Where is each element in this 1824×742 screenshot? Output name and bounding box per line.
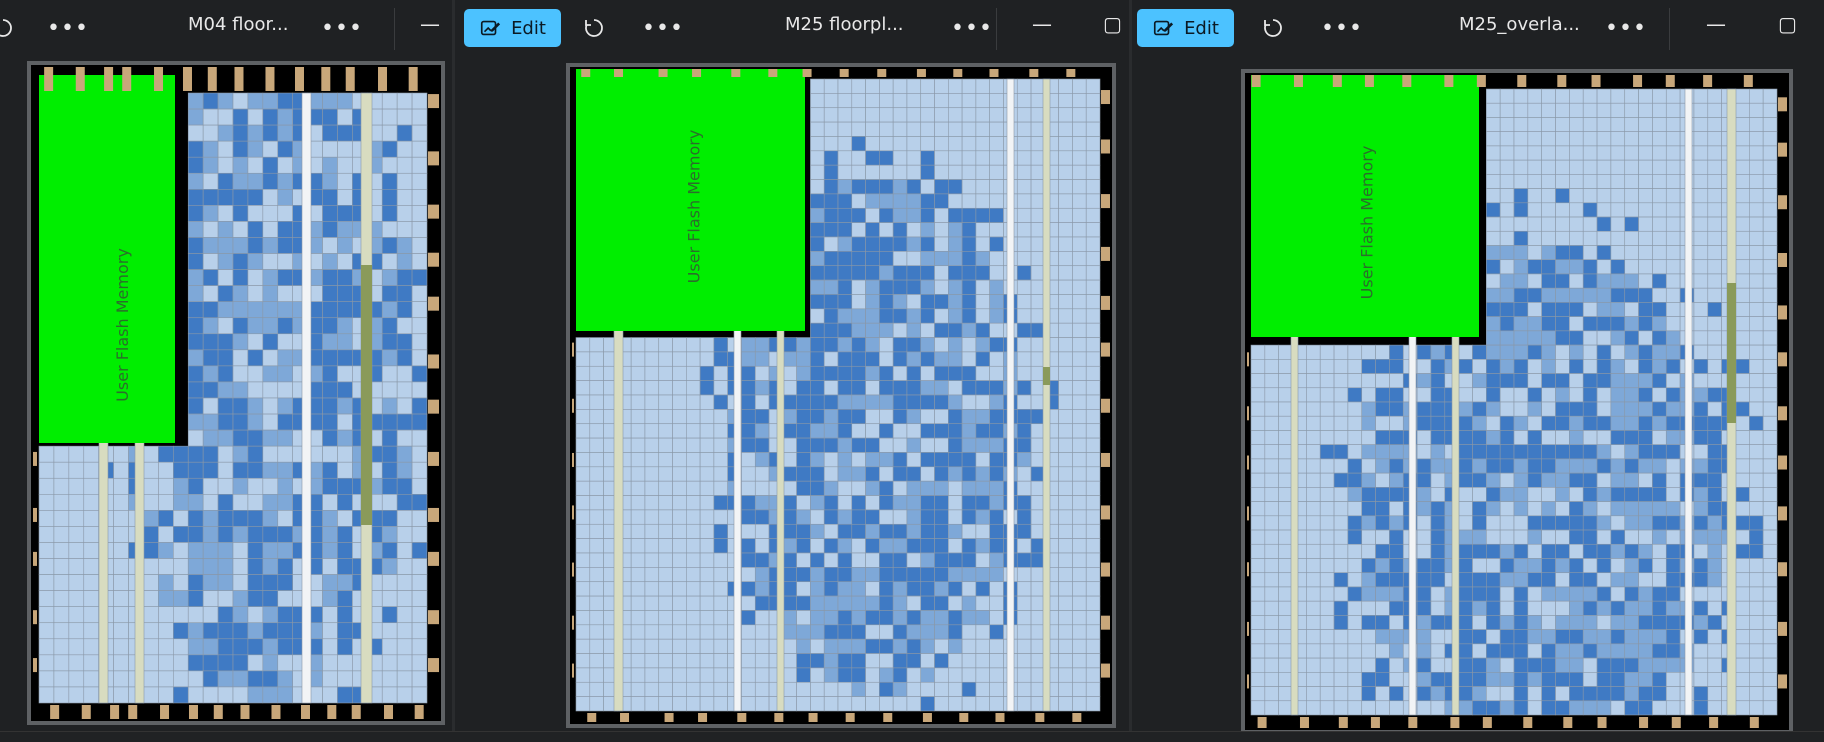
floorplan-frame: User Flash Memory <box>1241 69 1793 734</box>
window-title: M04 floor... <box>188 14 289 35</box>
toolbar-1: ••• M04 floor... ••• — <box>0 0 452 56</box>
separator <box>394 8 395 50</box>
edit-button[interactable]: Edit <box>464 9 561 47</box>
pane-divider <box>1129 0 1132 742</box>
maximize-icon[interactable]: ▢ <box>1778 12 1797 36</box>
toolbar-3: Edit ••• M25_overla... ••• — ▢ <box>1132 0 1824 56</box>
viewer-window-1: ••• M04 floor... ••• — User Flash Memory <box>0 0 452 742</box>
floorplan-frame: User Flash Memory <box>27 61 445 725</box>
separator <box>996 8 997 50</box>
edit-label: Edit <box>1184 17 1219 39</box>
window-title: M25 floorpl... <box>785 14 904 35</box>
flash-memory-label: User Flash Memory <box>113 248 132 402</box>
more-options-icon[interactable]: ••• <box>321 15 363 41</box>
minimize-icon[interactable]: — <box>1706 12 1726 36</box>
edit-label: Edit <box>511 17 546 39</box>
pane-divider <box>452 0 455 742</box>
floorplan-canvas <box>570 67 1112 724</box>
separator <box>1669 8 1670 50</box>
status-strip <box>0 731 1824 742</box>
more-icon[interactable]: ••• <box>47 15 89 41</box>
edit-image-icon <box>1153 20 1174 36</box>
rotate-icon[interactable] <box>0 9 18 47</box>
flash-memory-label: User Flash Memory <box>1357 145 1377 300</box>
rotate-icon[interactable] <box>579 9 609 47</box>
floorplan-canvas <box>1245 73 1789 730</box>
more-options-icon[interactable]: ••• <box>951 15 993 41</box>
floorplan-canvas <box>31 65 441 721</box>
more-options-icon[interactable]: ••• <box>1605 15 1647 41</box>
floorplan-frame: User Flash Memory <box>566 63 1116 728</box>
toolbar-2: Edit ••• M25 floorpl... ••• — ▢ <box>455 0 1129 56</box>
more-icon[interactable]: ••• <box>1321 15 1363 41</box>
flash-memory-label: User Flash Memory <box>684 129 704 284</box>
viewer-window-3: Edit ••• M25_overla... ••• — ▢ User Flas… <box>1132 0 1824 742</box>
edit-image-icon <box>480 20 501 36</box>
window-title: M25_overla... <box>1459 14 1580 35</box>
minimize-icon[interactable]: — <box>420 12 440 36</box>
maximize-icon[interactable]: ▢ <box>1103 12 1122 36</box>
edit-button[interactable]: Edit <box>1137 9 1234 47</box>
minimize-icon[interactable]: — <box>1032 12 1052 36</box>
rotate-icon[interactable] <box>1258 9 1288 47</box>
more-icon[interactable]: ••• <box>642 15 684 41</box>
viewer-window-2: Edit ••• M25 floorpl... ••• — ▢ User Fla… <box>455 0 1129 742</box>
